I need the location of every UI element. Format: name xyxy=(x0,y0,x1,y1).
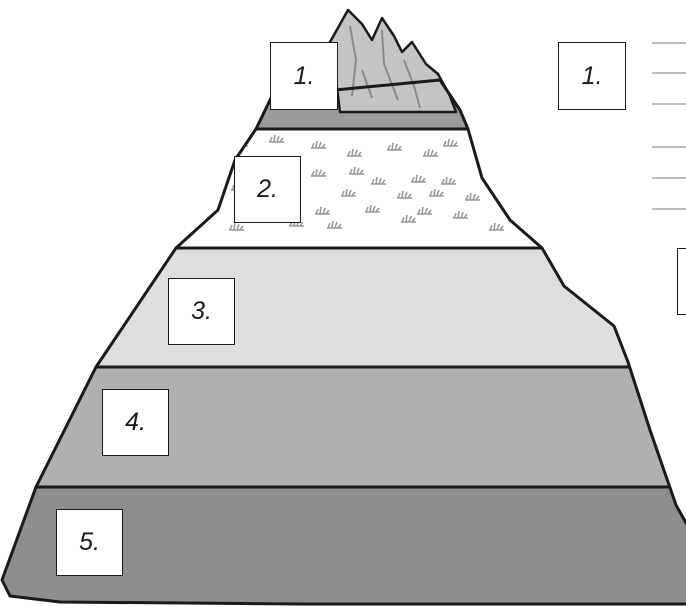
zone-3-band xyxy=(0,248,686,367)
zone-5-label: 5. xyxy=(79,528,100,557)
zone-1-label-box[interactable]: 1. xyxy=(270,42,338,110)
zone-4-label: 4. xyxy=(125,408,146,437)
peak-rock xyxy=(330,10,456,112)
zone-1-label: 1. xyxy=(294,62,315,91)
answer-line[interactable] xyxy=(652,146,686,148)
zone-2-label-box[interactable]: 2. xyxy=(234,156,301,223)
side-label: 1. xyxy=(582,62,603,91)
zone-2-label: 2. xyxy=(257,175,278,204)
answer-line[interactable] xyxy=(652,208,686,210)
zone-5-label-box[interactable]: 5. xyxy=(56,509,123,576)
zone-4-label-box[interactable]: 4. xyxy=(102,389,169,456)
rocky-peak xyxy=(330,10,456,112)
answer-line[interactable] xyxy=(652,103,686,105)
answer-line[interactable] xyxy=(652,177,686,179)
zone-3-label: 3. xyxy=(191,297,212,326)
zone-3-label-box[interactable]: 3. xyxy=(168,278,235,345)
side-label-box-partial[interactable] xyxy=(677,248,686,315)
answer-line[interactable] xyxy=(652,42,686,44)
zone-2-band xyxy=(0,129,686,248)
answer-line[interactable] xyxy=(652,72,686,74)
side-label-box[interactable]: 1. xyxy=(558,42,626,110)
